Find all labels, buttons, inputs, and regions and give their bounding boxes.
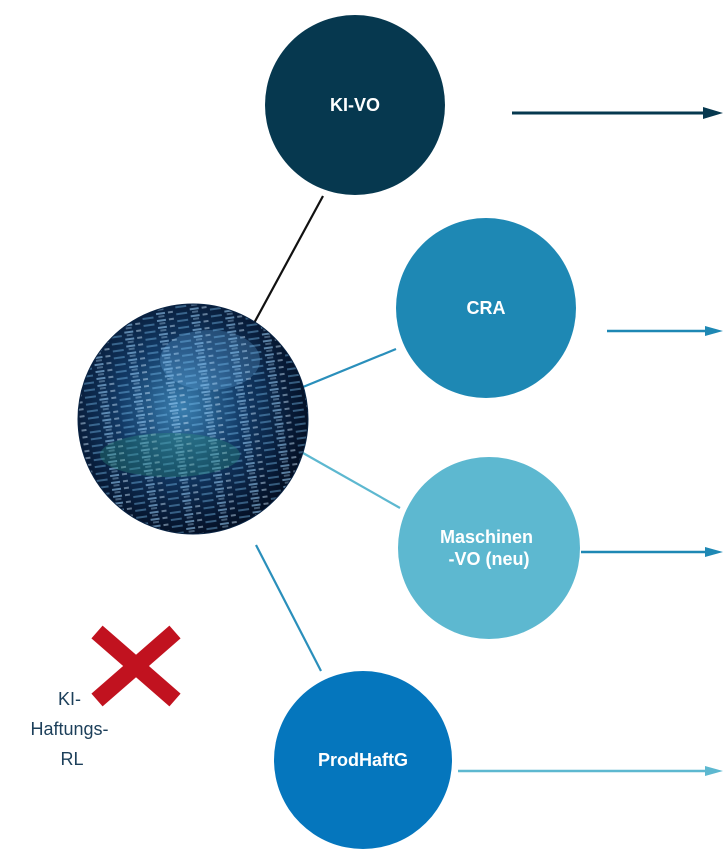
arrow-maschinen <box>581 547 723 557</box>
node-maschinen-line1: Maschinen <box>440 527 533 547</box>
connector-prodhaftg <box>255 544 322 672</box>
connector-maschinen <box>302 452 401 509</box>
cross-mark-icon <box>91 625 181 707</box>
node-cra: CRA <box>396 218 576 398</box>
arrow-kivo <box>512 107 723 119</box>
connector-cra <box>302 347 397 389</box>
removed-item-line1: KI- <box>58 689 81 709</box>
node-kivo: KI-VO <box>265 15 445 195</box>
node-kivo-label: KI-VO <box>330 95 380 115</box>
removed-item-line2: Haftungs- <box>30 719 108 739</box>
node-maschinen: Maschinen -VO (neu) <box>398 457 580 639</box>
node-maschinen-label: Maschinen -VO (neu) <box>440 527 538 569</box>
removed-item-line3: RL <box>60 749 83 769</box>
node-maschinen-circle <box>398 457 580 639</box>
arrow-prodhaftg <box>458 766 723 776</box>
node-prodhaftg-label: ProdHaftG <box>318 750 408 770</box>
removed-item-label: KI- Haftungs- RL <box>30 689 113 769</box>
node-maschinen-line2: -VO (neu) <box>449 549 530 569</box>
node-prodhaftg: ProdHaftG <box>274 671 452 849</box>
binary-code-globe-icon <box>77 303 309 535</box>
connector-kivo <box>252 195 324 326</box>
arrow-cra <box>607 326 723 336</box>
node-cra-label: CRA <box>467 298 506 318</box>
node-prodhaftg-circle <box>274 671 452 849</box>
node-kivo-circle <box>265 15 445 195</box>
node-cra-circle <box>396 218 576 398</box>
